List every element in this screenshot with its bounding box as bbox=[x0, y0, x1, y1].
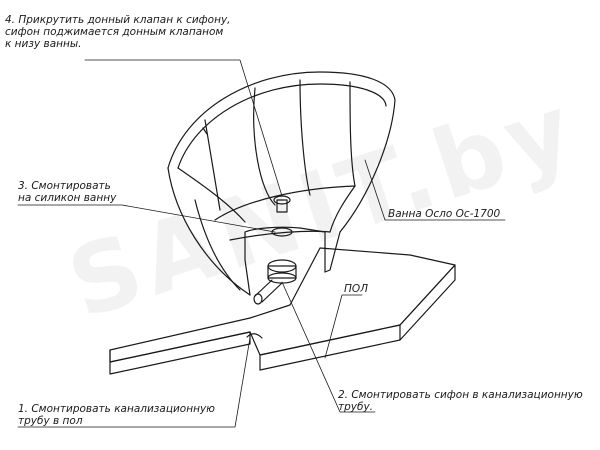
pipe-notch bbox=[246, 333, 263, 339]
floor-side-edge bbox=[399, 264, 456, 341]
step2-line-2: трубу. bbox=[338, 401, 374, 413]
step1-line-2: трубу в пол bbox=[18, 415, 83, 427]
bathtub-right-body bbox=[324, 231, 341, 273]
bathtub-rim-outer bbox=[167, 71, 396, 233]
bathtub-floor-inside bbox=[214, 185, 356, 233]
bathtub-panel-line-4 bbox=[204, 119, 221, 211]
bathtub-base-left bbox=[244, 259, 251, 296]
step4-line-3: к низу ванны. bbox=[5, 38, 82, 50]
bottom-valve-drain-ring bbox=[271, 227, 293, 237]
leader-lines bbox=[17, 59, 506, 428]
leader-floor bbox=[324, 294, 363, 359]
bottom-valve bbox=[271, 195, 293, 237]
siphon-outlet-pipe bbox=[254, 279, 283, 303]
leader-bath-model bbox=[364, 159, 506, 221]
bathtub-panel-line-1 bbox=[253, 87, 276, 206]
floor-slab bbox=[109, 247, 456, 375]
step2-label: 2. Смонтировать сифон в канализационную … bbox=[338, 389, 583, 413]
bathtub-panel-line-3 bbox=[349, 81, 356, 187]
leader-step3 bbox=[17, 204, 276, 233]
step2-line-1: 2. Смонтировать сифон в канализационную bbox=[338, 389, 583, 401]
step4-label: 4. Прикрутить донный клапан к сифону, си… bbox=[5, 14, 231, 50]
bathtub-inner-left bbox=[177, 167, 246, 223]
bathtub-panel-line-2 bbox=[299, 79, 311, 196]
floor-top-surface bbox=[109, 247, 456, 363]
step3-line-2: на силикон ванну bbox=[18, 192, 117, 204]
step3-label: 3. Смонтировать на силикон ванну bbox=[18, 180, 116, 204]
floor-label: ПОЛ bbox=[344, 283, 369, 295]
bathtub bbox=[167, 71, 396, 296]
siphon-pipe-end bbox=[253, 293, 263, 305]
step3-line-1: 3. Смонтировать bbox=[18, 180, 111, 192]
siphon-cup bbox=[267, 265, 297, 279]
bathtub-left-body bbox=[167, 167, 251, 296]
step4-line-2: сифон поджимается донным клапаном bbox=[5, 26, 224, 38]
leader-step4 bbox=[84, 59, 283, 197]
step1-label: 1. Смонтировать канализационную трубу в … bbox=[18, 403, 215, 427]
step1-line-1: 1. Смонтировать канализационную bbox=[18, 403, 215, 415]
bathtub-rim-inner bbox=[177, 83, 387, 169]
bath-model-label: Ванна Осло Ос-1700 bbox=[388, 208, 501, 220]
bathtub-overflow-mark bbox=[202, 127, 208, 135]
bathtub-panel-line-5 bbox=[194, 199, 241, 291]
leader-step2 bbox=[281, 281, 376, 413]
leader-step1 bbox=[17, 337, 251, 428]
bathtub-cutout bbox=[244, 226, 326, 273]
siphon bbox=[253, 259, 297, 305]
bottom-valve-body bbox=[276, 199, 288, 213]
step4-line-1: 4. Прикрутить донный клапан к сифону, bbox=[5, 14, 231, 26]
